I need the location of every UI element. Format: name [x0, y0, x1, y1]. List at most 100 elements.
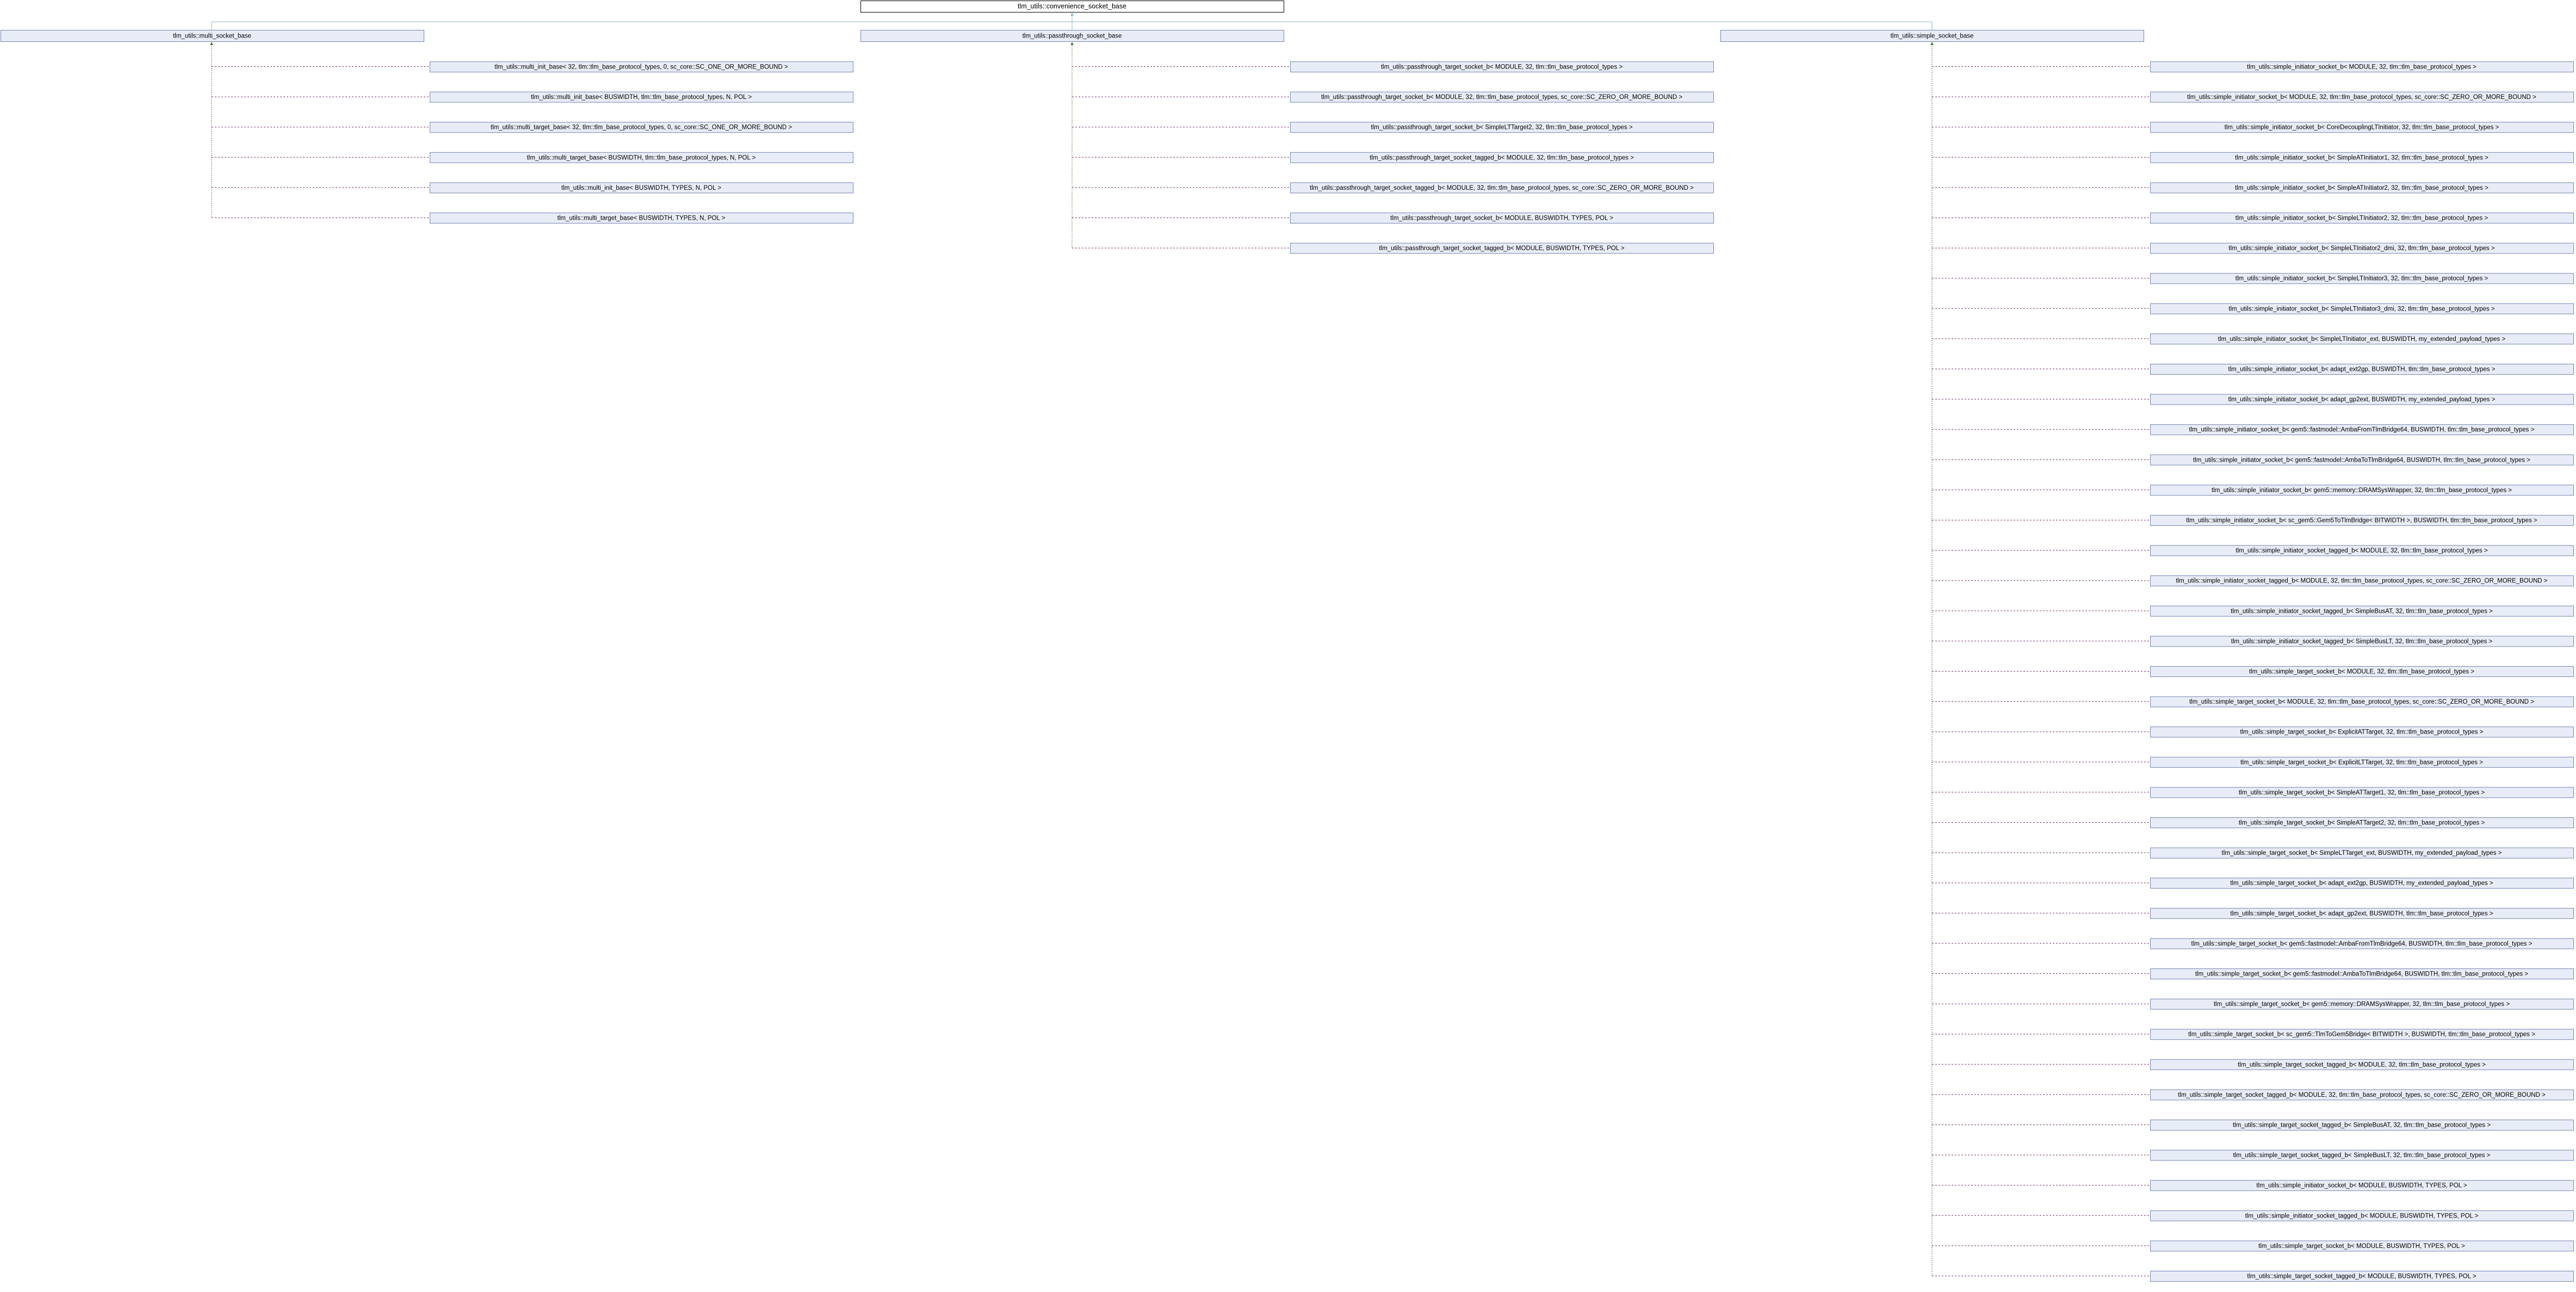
class-node-g2-c10[interactable]: tlm_utils::simple_initiator_socket_b< ad…	[2150, 364, 2574, 375]
class-node-g2-c22[interactable]: tlm_utils::simple_target_socket_b< Expli…	[2150, 726, 2574, 738]
class-node-g1-c3-label: tlm_utils::passthrough_target_socket_tag…	[1370, 154, 1634, 161]
class-node-g1-c0-label: tlm_utils::passthrough_target_socket_b< …	[1381, 64, 1623, 71]
class-node-g2-c0[interactable]: tlm_utils::simple_initiator_socket_b< MO…	[2150, 61, 2574, 72]
class-node-g1-c1[interactable]: tlm_utils::passthrough_target_socket_b< …	[1290, 91, 1714, 103]
class-node-g2-c32[interactable]: tlm_utils::simple_target_socket_b< sc_ge…	[2150, 1029, 2574, 1040]
class-node-g1-c3[interactable]: tlm_utils::passthrough_target_socket_tag…	[1290, 152, 1714, 163]
class-node-g2-c36[interactable]: tlm_utils::simple_target_socket_tagged_b…	[2150, 1150, 2574, 1161]
group-node-simple-socket-base-label: tlm_utils::simple_socket_base	[1891, 33, 1974, 40]
class-node-g2-c13[interactable]: tlm_utils::simple_initiator_socket_b< ge…	[2150, 454, 2574, 465]
class-node-g0-c1[interactable]: tlm_utils::multi_init_base< BUSWIDTH, tl…	[430, 91, 853, 103]
class-node-g2-c37[interactable]: tlm_utils::simple_initiator_socket_b< MO…	[2150, 1180, 2574, 1191]
class-node-g2-c20[interactable]: tlm_utils::simple_target_socket_b< MODUL…	[2150, 666, 2574, 677]
class-node-g2-c12[interactable]: tlm_utils::simple_initiator_socket_b< ge…	[2150, 424, 2574, 436]
class-node-g2-c15[interactable]: tlm_utils::simple_initiator_socket_b< sc…	[2150, 515, 2574, 526]
class-node-g2-c3[interactable]: tlm_utils::simple_initiator_socket_b< Si…	[2150, 152, 2574, 163]
class-node-g1-c0[interactable]: tlm_utils::passthrough_target_socket_b< …	[1290, 61, 1714, 72]
class-node-g0-c5-label: tlm_utils::multi_target_base< BUSWIDTH, …	[558, 215, 726, 222]
class-node-g2-c14-label: tlm_utils::simple_initiator_socket_b< ge…	[2212, 487, 2512, 494]
class-node-g2-c28-label: tlm_utils::simple_target_socket_b< adapt…	[2230, 910, 2493, 917]
class-node-g2-c9[interactable]: tlm_utils::simple_initiator_socket_b< Si…	[2150, 333, 2574, 345]
class-node-g2-c31-label: tlm_utils::simple_target_socket_b< gem5:…	[2214, 1001, 2510, 1008]
class-node-g0-c4[interactable]: tlm_utils::multi_init_base< BUSWIDTH, TY…	[430, 182, 853, 194]
class-node-g2-c23[interactable]: tlm_utils::simple_target_socket_b< Expli…	[2150, 756, 2574, 768]
class-node-g2-c20-label: tlm_utils::simple_target_socket_b< MODUL…	[2249, 669, 2474, 675]
class-node-g2-c21[interactable]: tlm_utils::simple_target_socket_b< MODUL…	[2150, 696, 2574, 707]
class-node-g2-c40[interactable]: tlm_utils::simple_target_socket_tagged_b…	[2150, 1271, 2574, 1282]
class-node-g0-c2-label: tlm_utils::multi_target_base< 32, tlm::t…	[491, 125, 792, 131]
class-node-g2-c2[interactable]: tlm_utils::simple_initiator_socket_b< Co…	[2150, 122, 2574, 133]
class-node-g2-c34[interactable]: tlm_utils::simple_target_socket_tagged_b…	[2150, 1089, 2574, 1101]
class-node-g2-c5[interactable]: tlm_utils::simple_initiator_socket_b< Si…	[2150, 213, 2574, 223]
class-node-g2-c4[interactable]: tlm_utils::simple_initiator_socket_b< Si…	[2150, 182, 2574, 194]
class-node-g2-c31[interactable]: tlm_utils::simple_target_socket_b< gem5:…	[2150, 998, 2574, 1010]
class-node-g0-c5[interactable]: tlm_utils::multi_target_base< BUSWIDTH, …	[430, 213, 853, 223]
class-node-g0-c3[interactable]: tlm_utils::multi_target_base< BUSWIDTH, …	[430, 152, 853, 163]
class-node-g2-c28[interactable]: tlm_utils::simple_target_socket_b< adapt…	[2150, 908, 2574, 919]
class-node-g1-c4[interactable]: tlm_utils::passthrough_target_socket_tag…	[1290, 182, 1714, 194]
class-node-g2-c13-label: tlm_utils::simple_initiator_socket_b< ge…	[2193, 457, 2530, 463]
class-node-g2-c27[interactable]: tlm_utils::simple_target_socket_b< adapt…	[2150, 878, 2574, 889]
class-node-g0-c1-label: tlm_utils::multi_init_base< BUSWIDTH, tl…	[531, 94, 752, 101]
class-node-g2-c30[interactable]: tlm_utils::simple_target_socket_b< gem5:…	[2150, 968, 2574, 979]
class-node-g2-c29[interactable]: tlm_utils::simple_target_socket_b< gem5:…	[2150, 938, 2574, 949]
class-node-g2-c15-label: tlm_utils::simple_initiator_socket_b< sc…	[2186, 518, 2537, 524]
class-node-g2-c19[interactable]: tlm_utils::simple_initiator_socket_tagge…	[2150, 636, 2574, 647]
root-node-convenience-socket-base-label: tlm_utils::convenience_socket_base	[1018, 3, 1126, 10]
class-node-g1-c2-label: tlm_utils::passthrough_target_socket_b< …	[1371, 125, 1632, 131]
trunk-arrow-head-group-1	[1070, 42, 1074, 45]
class-node-g2-c26[interactable]: tlm_utils::simple_target_socket_b< Simpl…	[2150, 847, 2574, 859]
group-node-passthrough-socket-base[interactable]: tlm_utils::passthrough_socket_base	[860, 30, 1284, 42]
class-node-g2-c0-label: tlm_utils::simple_initiator_socket_b< MO…	[2247, 64, 2476, 71]
class-node-g2-c21-label: tlm_utils::simple_target_socket_b< MODUL…	[2189, 699, 2534, 705]
class-node-g0-c0[interactable]: tlm_utils::multi_init_base< 32, tlm::tlm…	[430, 61, 853, 72]
class-node-g2-c24[interactable]: tlm_utils::simple_target_socket_b< Simpl…	[2150, 787, 2574, 798]
class-node-g0-c2[interactable]: tlm_utils::multi_target_base< 32, tlm::t…	[430, 122, 853, 133]
class-node-g1-c5[interactable]: tlm_utils::passthrough_target_socket_b< …	[1290, 213, 1714, 223]
class-node-g2-c11[interactable]: tlm_utils::simple_initiator_socket_b< ad…	[2150, 394, 2574, 405]
class-node-g0-c4-label: tlm_utils::multi_init_base< BUSWIDTH, TY…	[561, 185, 721, 191]
class-node-g2-c35[interactable]: tlm_utils::simple_target_socket_tagged_b…	[2150, 1120, 2574, 1130]
class-node-g2-c17[interactable]: tlm_utils::simple_initiator_socket_tagge…	[2150, 575, 2574, 587]
root-node-convenience-socket-base[interactable]: tlm_utils::convenience_socket_base	[860, 1, 1284, 13]
class-node-g2-c35-label: tlm_utils::simple_target_socket_tagged_b…	[2233, 1122, 2491, 1129]
class-node-g2-c11-label: tlm_utils::simple_initiator_socket_b< ad…	[2228, 396, 2496, 403]
class-node-g2-c7[interactable]: tlm_utils::simple_initiator_socket_b< Si…	[2150, 273, 2574, 284]
group-node-simple-socket-base[interactable]: tlm_utils::simple_socket_base	[1720, 30, 2144, 42]
class-node-g2-c37-label: tlm_utils::simple_initiator_socket_b< MO…	[2256, 1183, 2467, 1189]
class-node-g2-c5-label: tlm_utils::simple_initiator_socket_b< Si…	[2236, 215, 2488, 222]
class-node-g2-c2-label: tlm_utils::simple_initiator_socket_b< Co…	[2225, 125, 2499, 131]
class-node-g2-c40-label: tlm_utils::simple_target_socket_tagged_b…	[2247, 1274, 2476, 1280]
class-node-g2-c9-label: tlm_utils::simple_initiator_socket_b< Si…	[2218, 336, 2506, 343]
class-node-g2-c18[interactable]: tlm_utils::simple_initiator_socket_tagge…	[2150, 605, 2574, 617]
class-node-g2-c39[interactable]: tlm_utils::simple_target_socket_b< MODUL…	[2150, 1240, 2574, 1252]
class-node-g2-c19-label: tlm_utils::simple_initiator_socket_tagge…	[2231, 638, 2493, 645]
class-node-g2-c38[interactable]: tlm_utils::simple_initiator_socket_tagge…	[2150, 1210, 2574, 1221]
class-node-g2-c39-label: tlm_utils::simple_target_socket_b< MODUL…	[2258, 1243, 2465, 1250]
class-node-g2-c8[interactable]: tlm_utils::simple_initiator_socket_b< Si…	[2150, 303, 2574, 314]
group-node-passthrough-socket-base-label: tlm_utils::passthrough_socket_base	[1023, 33, 1122, 40]
class-node-g0-c0-label: tlm_utils::multi_init_base< 32, tlm::tlm…	[494, 64, 788, 71]
class-node-g2-c10-label: tlm_utils::simple_initiator_socket_b< ad…	[2228, 367, 2496, 373]
class-node-g2-c14[interactable]: tlm_utils::simple_initiator_socket_b< ge…	[2150, 484, 2574, 496]
class-node-g1-c2[interactable]: tlm_utils::passthrough_target_socket_b< …	[1290, 122, 1714, 133]
class-node-g1-c4-label: tlm_utils::passthrough_target_socket_tag…	[1310, 185, 1694, 191]
class-node-g2-c6[interactable]: tlm_utils::simple_initiator_socket_b< Si…	[2150, 243, 2574, 254]
class-node-g2-c25[interactable]: tlm_utils::simple_target_socket_b< Simpl…	[2150, 817, 2574, 828]
class-node-g2-c36-label: tlm_utils::simple_target_socket_tagged_b…	[2233, 1152, 2491, 1159]
class-node-g1-c5-label: tlm_utils::passthrough_target_socket_b< …	[1390, 215, 1613, 222]
class-node-g1-c6[interactable]: tlm_utils::passthrough_target_socket_tag…	[1290, 243, 1714, 254]
class-node-g2-c16[interactable]: tlm_utils::simple_initiator_socket_tagge…	[2150, 545, 2574, 556]
class-node-g1-c6-label: tlm_utils::passthrough_target_socket_tag…	[1379, 245, 1625, 252]
class-node-g2-c38-label: tlm_utils::simple_initiator_socket_tagge…	[2245, 1213, 2479, 1219]
class-node-g2-c33[interactable]: tlm_utils::simple_target_socket_tagged_b…	[2150, 1059, 2574, 1070]
group-node-multi-socket-base[interactable]: tlm_utils::multi_socket_base	[1, 30, 424, 42]
class-node-g2-c18-label: tlm_utils::simple_initiator_socket_tagge…	[2231, 608, 2493, 614]
trunk-arrow-head-group-2	[1930, 42, 1934, 45]
class-node-g2-c24-label: tlm_utils::simple_target_socket_b< Simpl…	[2239, 790, 2485, 796]
edges	[210, 13, 2150, 1276]
class-node-g2-c30-label: tlm_utils::simple_target_socket_b< gem5:…	[2195, 971, 2529, 978]
class-node-g2-c1[interactable]: tlm_utils::simple_initiator_socket_b< MO…	[2150, 91, 2574, 103]
